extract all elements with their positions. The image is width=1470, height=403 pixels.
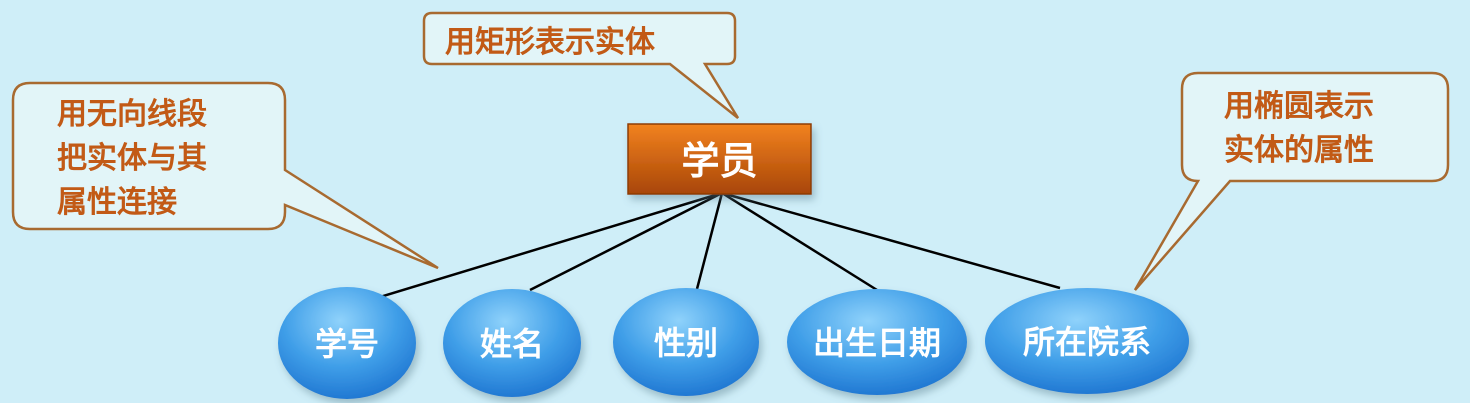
link-line-2 <box>529 191 723 292</box>
link-line-1 <box>379 191 723 299</box>
entity-rectangle <box>627 123 812 195</box>
callout-line-box <box>11 81 439 270</box>
attribute-ellipse <box>278 287 416 399</box>
callout-line-text-1: 用无向线段 <box>57 97 207 132</box>
attribute-label: 学号 <box>315 325 379 363</box>
attributes: 学号 姓名 性别 出生日期 所在院系 <box>278 287 1189 399</box>
callout-ellipse-text-1: 用椭圆表示 <box>1224 89 1374 124</box>
attribute-ellipse <box>443 289 581 397</box>
attribute-label: 姓名 <box>480 325 544 363</box>
callout-rectangle-box <box>422 11 740 119</box>
attribute-birth-date: 出生日期 <box>787 289 967 395</box>
attribute-label: 所在院系 <box>1023 323 1151 361</box>
callout-rectangle-text: 用矩形表示实体 <box>445 25 656 60</box>
entity-label: 学员 <box>681 139 757 183</box>
link-line-3 <box>695 192 724 290</box>
callout-line-text-2: 把实体与其 <box>57 141 207 176</box>
callout-ellipse-box <box>1133 71 1450 291</box>
attribute-ellipse <box>787 289 967 395</box>
callout-rectangle-entity: 用矩形表示实体 <box>422 11 740 119</box>
attribute-label: 出生日期 <box>813 324 941 362</box>
attribute-gender: 性别 <box>613 288 759 396</box>
entity-student: 学员 <box>627 123 812 195</box>
callout-line-connection: 用无向线段 把实体与其 属性连接 <box>11 81 439 270</box>
callout-ellipse-attribute: 用椭圆表示 实体的属性 <box>1133 71 1450 291</box>
attribute-ellipse <box>613 288 759 396</box>
link-line-4 <box>721 191 878 292</box>
attribute-name: 姓名 <box>443 289 581 397</box>
callout-line-text-3: 属性连接 <box>57 185 177 220</box>
attribute-department: 所在院系 <box>985 288 1189 394</box>
relationship-lines <box>379 191 1061 299</box>
attribute-ellipse <box>985 288 1189 394</box>
callout-ellipse-text-2: 实体的属性 <box>1224 133 1374 168</box>
attribute-student-id: 学号 <box>278 287 416 399</box>
attribute-label: 性别 <box>654 324 718 362</box>
link-line-5 <box>721 191 1061 290</box>
